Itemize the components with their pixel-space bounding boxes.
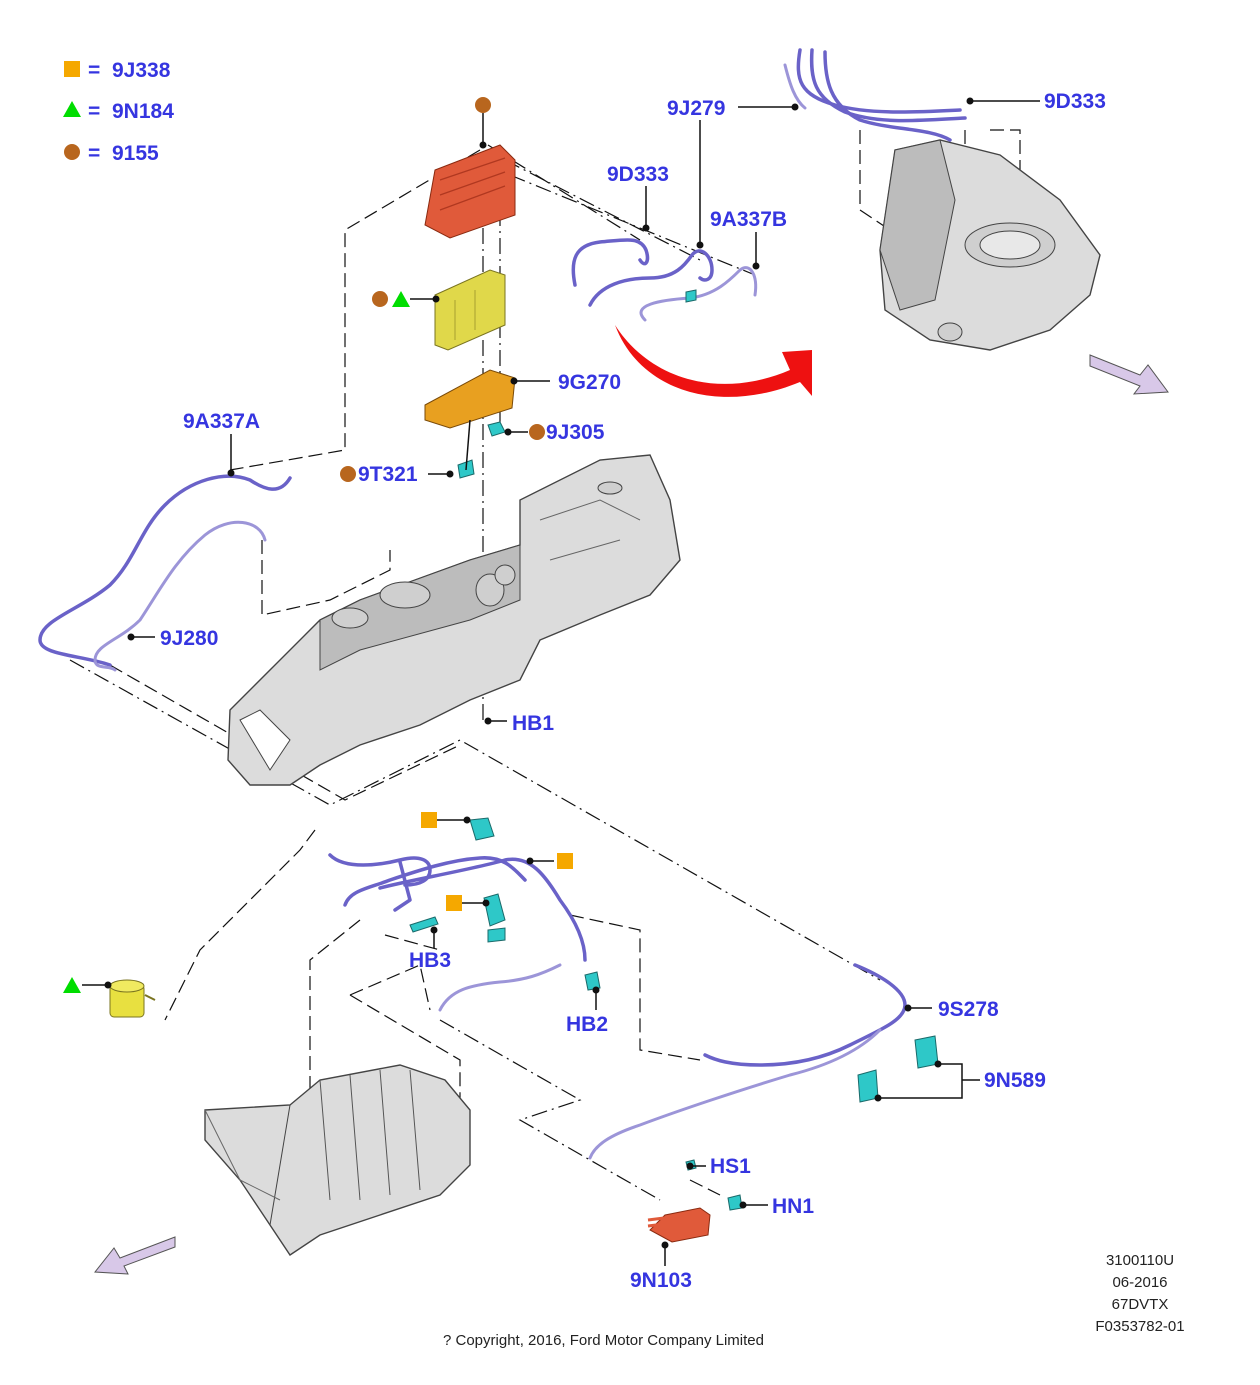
legend-eq-3: = (88, 142, 100, 165)
fuel-line-9J280 (93, 520, 267, 672)
label-9A337B: 9A337B (710, 208, 787, 231)
meta-date: 06-2016 (1112, 1274, 1168, 1291)
fuel-line-9A337A (38, 474, 292, 667)
module-yellow (434, 269, 506, 351)
marker-circle-icon (529, 424, 545, 440)
label-9N589: 9N589 (984, 1069, 1046, 1092)
document-meta: 3100110U 06-2016 67DVTX F0353782-01 (1060, 1250, 1220, 1338)
label-9N103: 9N103 (630, 1269, 692, 1292)
direction-arrow-icon (94, 1236, 176, 1275)
legend-code-3: 9155 (112, 142, 159, 165)
fuel-lines-top-center (571, 238, 758, 322)
label-HS1: HS1 (710, 1155, 751, 1178)
marker-triangle-icon (392, 291, 410, 307)
label-9J280: 9J280 (160, 627, 218, 650)
marker-circle-icon (475, 97, 491, 113)
label-HB2: HB2 (566, 1013, 608, 1036)
label-9D333-mid: 9D333 (607, 163, 669, 186)
label-9G270: 9G270 (558, 371, 621, 394)
label-HB1: HB1 (512, 712, 554, 735)
legend-eq-2: = (88, 100, 100, 123)
meta-model-code: 67DVTX (1111, 1296, 1169, 1313)
label-HN1: HN1 (772, 1195, 814, 1218)
label-9T321: 9T321 (358, 463, 418, 486)
marker-square-icon (446, 895, 462, 911)
fuel-filter-cap (109, 979, 156, 1018)
heat-shield-red (424, 144, 516, 239)
leader-lines (82, 97, 1040, 1266)
direction-arrow-icon (1089, 354, 1169, 395)
marker-circle-icon (340, 466, 356, 482)
label-9A337A: 9A337A (183, 410, 260, 433)
marker-triangle-icon (63, 977, 81, 993)
module-9N103 (647, 1207, 711, 1243)
label-9J279: 9J279 (667, 97, 725, 120)
connectors-lower (409, 817, 939, 1211)
red-curved-arrow-icon (615, 325, 812, 397)
marker-circle-icon (372, 291, 388, 307)
label-9J305: 9J305 (546, 421, 605, 444)
legend-code-1: 9J338 (112, 59, 171, 82)
marker-square-icon (421, 812, 437, 828)
bracket-orange (424, 369, 516, 429)
meta-figure-id: F0353782-01 (1095, 1318, 1185, 1335)
callout-labels: 9D333 9J279 9D333 9A337B 9G270 9J305 9T3… (160, 90, 1106, 1292)
label-9D333-top: 9D333 (1044, 90, 1106, 113)
legend-triangle-icon (63, 101, 81, 117)
legend-circle-icon (64, 144, 80, 160)
legend-code-2: 9N184 (112, 100, 174, 123)
label-9S278: 9S278 (938, 998, 999, 1021)
fuel-tank-top-right (783, 48, 1101, 351)
exploded-view-lines (69, 129, 1021, 1201)
transmission-housing (204, 1064, 471, 1256)
label-HB3: HB3 (409, 949, 451, 972)
fuel-tank-main (227, 454, 681, 786)
legend: = 9J338 = 9N184 = 9155 (63, 59, 174, 165)
marker-square-icon (557, 853, 573, 869)
legend-eq-1: = (88, 59, 100, 82)
connector-9J305 (487, 421, 506, 437)
meta-illustration-number: 3100110U (1105, 1252, 1175, 1269)
legend-square-icon (64, 61, 80, 77)
copyright-notice: ? Copyright, 2016, Ford Motor Company Li… (443, 1332, 764, 1349)
diagram-markers (63, 97, 573, 993)
